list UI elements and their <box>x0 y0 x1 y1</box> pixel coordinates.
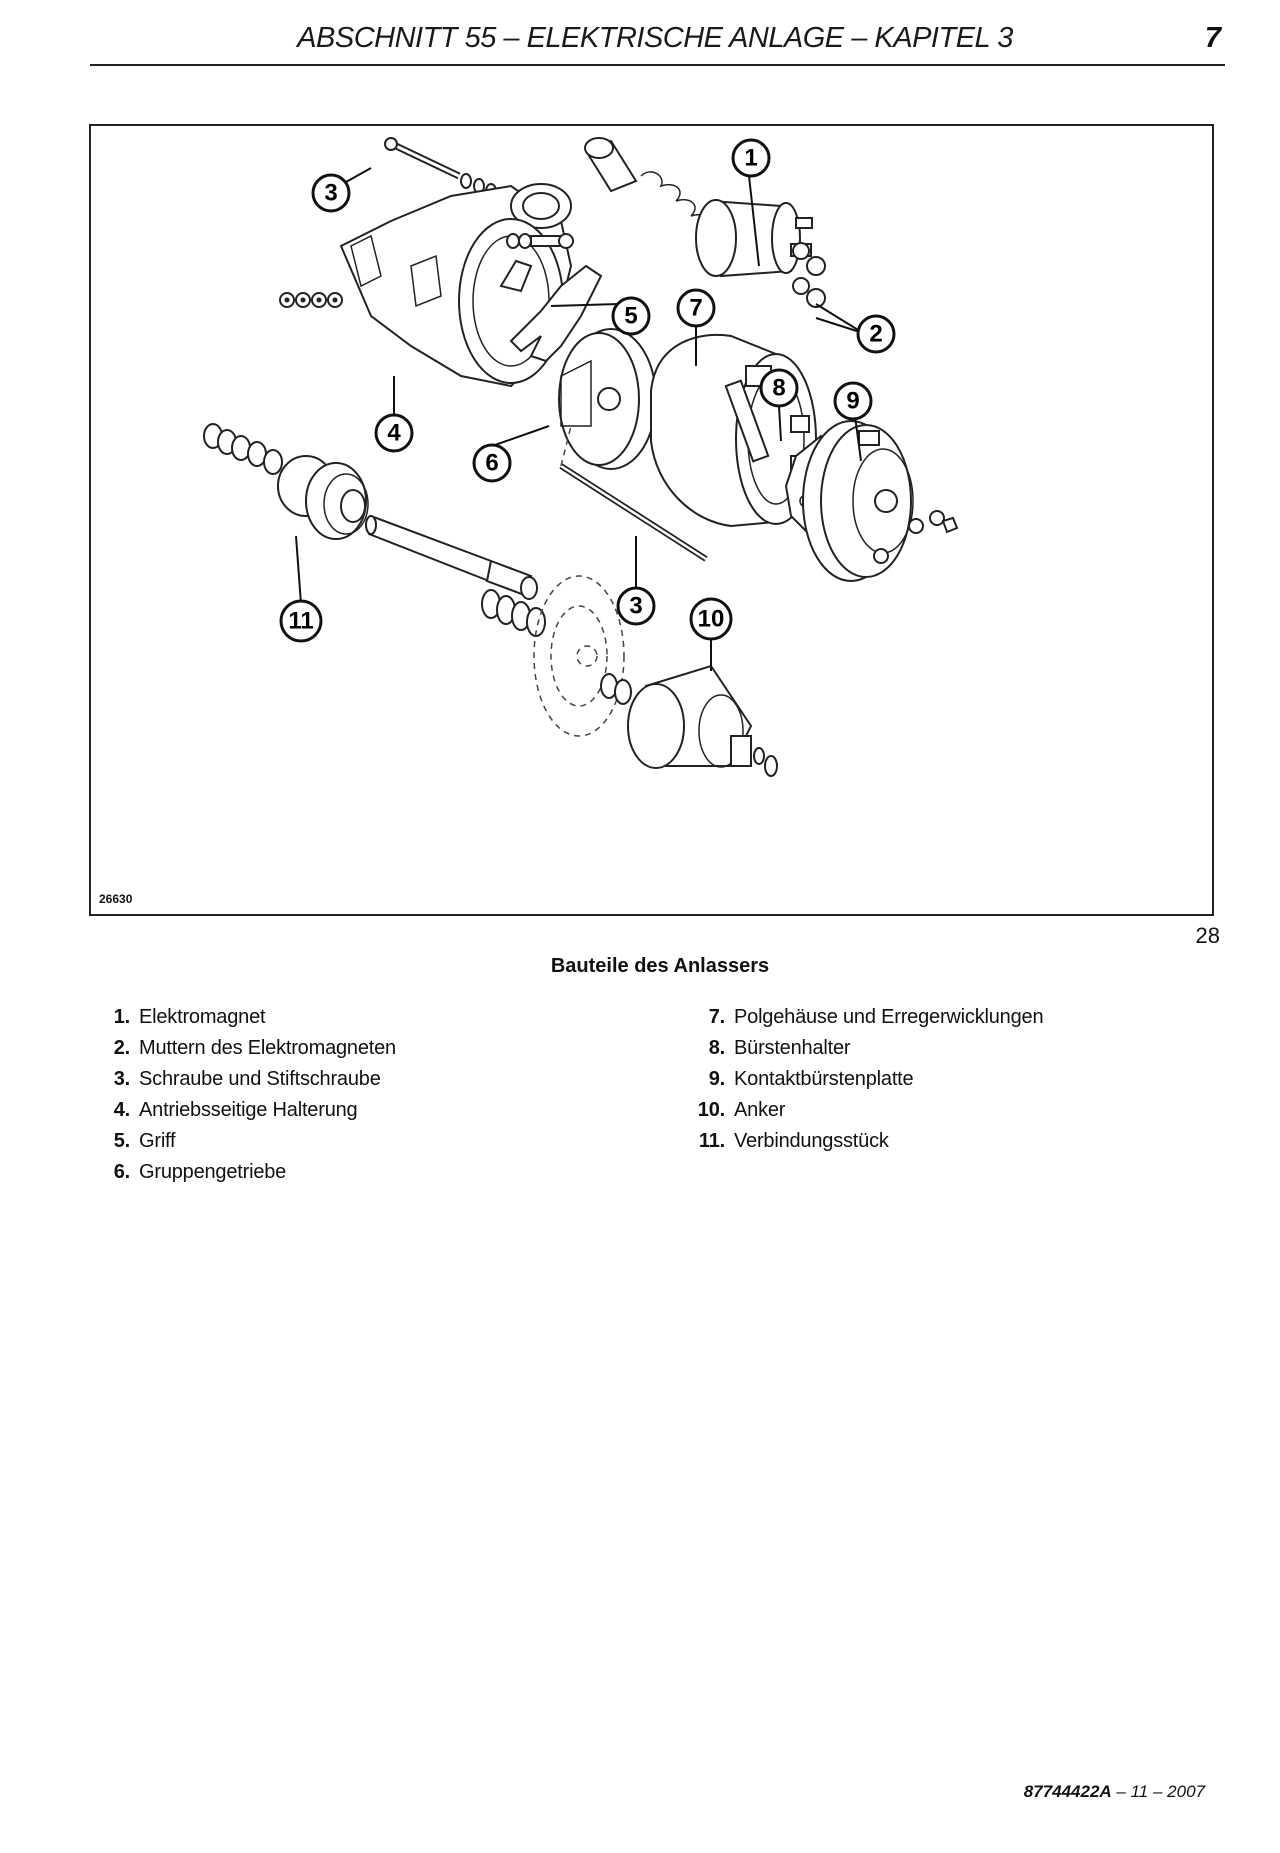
armature-shaft <box>365 514 538 600</box>
document-number: 87744422A <box>1023 1782 1112 1801</box>
figure-caption: Bauteile des Anlassers <box>550 955 770 977</box>
housing-washers <box>279 292 343 308</box>
svg-text:9: 9 <box>846 388 859 415</box>
legend-item: 4.Antriebsseitige Halterung <box>113 1099 358 1121</box>
fork-lever-part <box>499 259 603 363</box>
callout-9: 9 <box>833 381 873 421</box>
page-footer: 87744422A – 11 – 2007 <box>1023 1782 1205 1801</box>
year: 2007 <box>1167 1782 1205 1801</box>
armature-washers <box>600 673 632 705</box>
pinion-washers <box>203 423 283 475</box>
bolt-part <box>384 137 497 199</box>
legend-item: 3.Schraube und Stiftschraube <box>113 1068 381 1090</box>
callout-10: 10 <box>689 597 733 641</box>
exploded-view-figure: 1 2 3 4 5 6 7 8 9 10 11 3 26630 <box>89 124 1214 916</box>
legend-left-column: 1.Elektromagnet 2.Muttern des Elektromag… <box>90 1006 396 1192</box>
figure-number: 28 <box>1195 923 1220 948</box>
solenoid-part <box>584 137 813 278</box>
callout-1: 1 <box>731 138 771 178</box>
callout-2: 2 <box>856 314 896 354</box>
pinion-drive-part <box>277 455 369 540</box>
callout-3-bottom: 3 <box>616 586 656 626</box>
svg-text:8: 8 <box>772 375 785 402</box>
legend-item: 1.Elektromagnet <box>113 1006 266 1028</box>
page-header: ABSCHNITT 55 – ELEKTRISCHE ANLAGE – KAPI… <box>90 20 1225 66</box>
svg-text:5: 5 <box>624 303 637 330</box>
revision: 11 <box>1130 1782 1149 1801</box>
legend-item: 7.Polgehäuse und Erregerwicklungen <box>708 1006 1044 1028</box>
planetary-gear-dashed <box>533 575 625 737</box>
svg-text:3: 3 <box>629 593 642 620</box>
svg-text:7: 7 <box>689 295 702 322</box>
legend-item: 5.Griff <box>113 1130 176 1152</box>
callout-8: 8 <box>759 368 799 408</box>
shaft-washers <box>481 589 546 637</box>
svg-text:1: 1 <box>744 145 757 172</box>
svg-text:2: 2 <box>869 321 882 348</box>
callout-7: 7 <box>676 288 716 328</box>
legend-item: 10.Anker <box>697 1099 786 1121</box>
legend-item: 8.Bürstenhalter <box>708 1037 851 1059</box>
gear-group-part <box>558 328 657 470</box>
page-number: 7 <box>1204 22 1221 54</box>
svg-text:11: 11 <box>288 608 313 635</box>
legend-item: 2.Muttern des Elektromagneten <box>113 1037 396 1059</box>
callout-6: 6 <box>472 443 512 483</box>
pivot-bolt <box>506 233 574 249</box>
callout-4: 4 <box>374 413 414 453</box>
end-plate-part <box>802 420 959 582</box>
callout-11: 11 <box>279 599 323 643</box>
svg-text:6: 6 <box>485 450 498 477</box>
starter-exploded-diagram: 1 2 3 4 5 6 7 8 9 10 11 3 <box>203 137 959 777</box>
legend-item: 9.Kontaktbürstenplatte <box>708 1068 914 1090</box>
svg-text:10: 10 <box>698 606 725 633</box>
armature-part <box>627 664 778 777</box>
callout-3-top: 3 <box>311 173 351 213</box>
through-bolt <box>559 425 708 562</box>
section-title: ABSCHNITT 55 – ELEKTRISCHE ANLAGE – KAPI… <box>297 22 1013 54</box>
legend-item: 6.Gruppengetriebe <box>113 1161 287 1183</box>
legend-right-column: 7.Polgehäuse und Erregerwicklungen 8.Bür… <box>685 1006 1044 1161</box>
svg-text:4: 4 <box>387 420 401 447</box>
solenoid-nuts <box>792 242 826 308</box>
svg-text:3: 3 <box>324 180 337 207</box>
callout-5: 5 <box>611 296 651 336</box>
legend-item: 11.Verbindungsstück <box>698 1130 889 1152</box>
figure-code: 26630 <box>99 892 133 906</box>
